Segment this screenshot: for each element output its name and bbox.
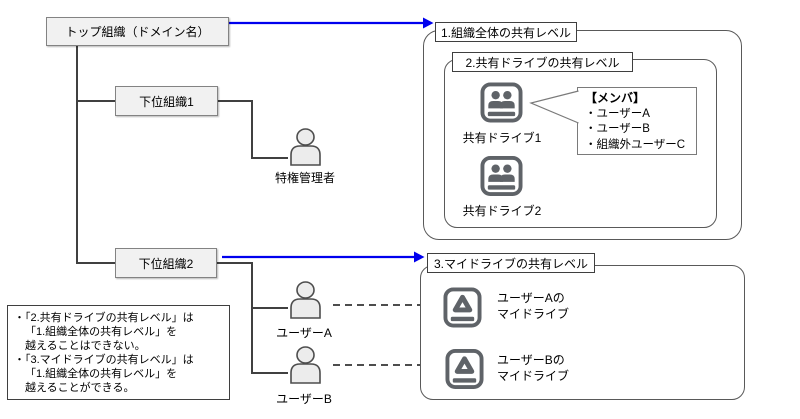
my-drive-icon bbox=[443, 287, 482, 328]
admin-label: 特権管理者 bbox=[274, 171, 335, 185]
shared-drive2-label: 共有ドライブ2 bbox=[462, 204, 542, 218]
level1-title: 1.組織全体の共有レベル bbox=[440, 25, 571, 40]
person-icon bbox=[290, 346, 321, 384]
member-item: ・ユーザーA bbox=[585, 107, 650, 120]
top-org-box: トップ組織（ドメイン名） bbox=[46, 17, 229, 46]
sub-org1-label: 下位組織1 bbox=[139, 94, 194, 109]
top-org-label: トップ組織（ドメイン名） bbox=[65, 25, 210, 39]
note-line: 越えることができる。 bbox=[25, 382, 135, 394]
members-heading: 【メンバ】 bbox=[585, 91, 646, 105]
my-drive-icon bbox=[445, 349, 484, 389]
sub-org2-box: 下位組織2 bbox=[115, 248, 217, 278]
my-drive-b-line1: ユーザーBの bbox=[497, 353, 565, 367]
members-callout: 【メンバ】 ・ユーザーA ・ユーザーB ・組織外ユーザーC bbox=[577, 87, 697, 155]
sub-org1-box: 下位組織1 bbox=[115, 86, 218, 116]
org-tree-connectors bbox=[76, 46, 288, 374]
note-line: ・「3.マイドライブの共有レベル」は bbox=[14, 354, 194, 366]
note-line: 「1.組織全体の共有レベル」を bbox=[25, 368, 178, 380]
user-a-label: ユーザーA bbox=[276, 326, 332, 340]
my-drive-b-line2: マイドライブ bbox=[497, 369, 570, 383]
person-icon bbox=[290, 128, 321, 166]
level3-title-box: 3.マイドライブの共有レベル bbox=[427, 253, 595, 273]
note-line: 越えることはできない。 bbox=[25, 340, 146, 352]
blue-arrow-to-level1 bbox=[229, 17, 434, 29]
level3-title: 3.マイドライブの共有レベル bbox=[433, 256, 588, 271]
shared-drive-icon bbox=[480, 155, 523, 197]
member-item: ・ユーザーB bbox=[585, 123, 650, 135]
member-item: ・組織外ユーザーC bbox=[585, 138, 686, 151]
level1-title-box: 1.組織全体の共有レベル bbox=[435, 22, 577, 42]
my-drive-a-line2: マイドライブ bbox=[497, 307, 570, 321]
note-box: ・「2.共有ドライブの共有レベル」は 「1.組織全体の共有レベル」を 越えること… bbox=[7, 305, 230, 400]
level2-title-box: 2.共有ドライブの共有レベル bbox=[452, 52, 633, 72]
shared-drive1-label: 共有ドライブ1 bbox=[462, 131, 542, 145]
my-drive-a-label: ユーザーAの マイドライブ bbox=[497, 290, 569, 322]
sub-org2-label: 下位組織2 bbox=[138, 256, 194, 271]
note-line: ・「2.共有ドライブの共有レベル」は bbox=[14, 312, 194, 324]
person-icon bbox=[290, 281, 321, 319]
dashed-connectors bbox=[333, 304, 445, 366]
blue-arrow-to-level3 bbox=[222, 251, 425, 263]
user-b-label: ユーザーB bbox=[276, 392, 332, 406]
shared-drive-icon bbox=[480, 82, 523, 123]
my-drive-a-line1: ユーザーAの bbox=[497, 291, 565, 305]
my-drive-b-label: ユーザーBの マイドライブ bbox=[497, 352, 569, 384]
note-line: 「1.組織全体の共有レベル」を bbox=[25, 326, 178, 338]
level2-title: 2.共有ドライブの共有レベル bbox=[465, 55, 620, 70]
